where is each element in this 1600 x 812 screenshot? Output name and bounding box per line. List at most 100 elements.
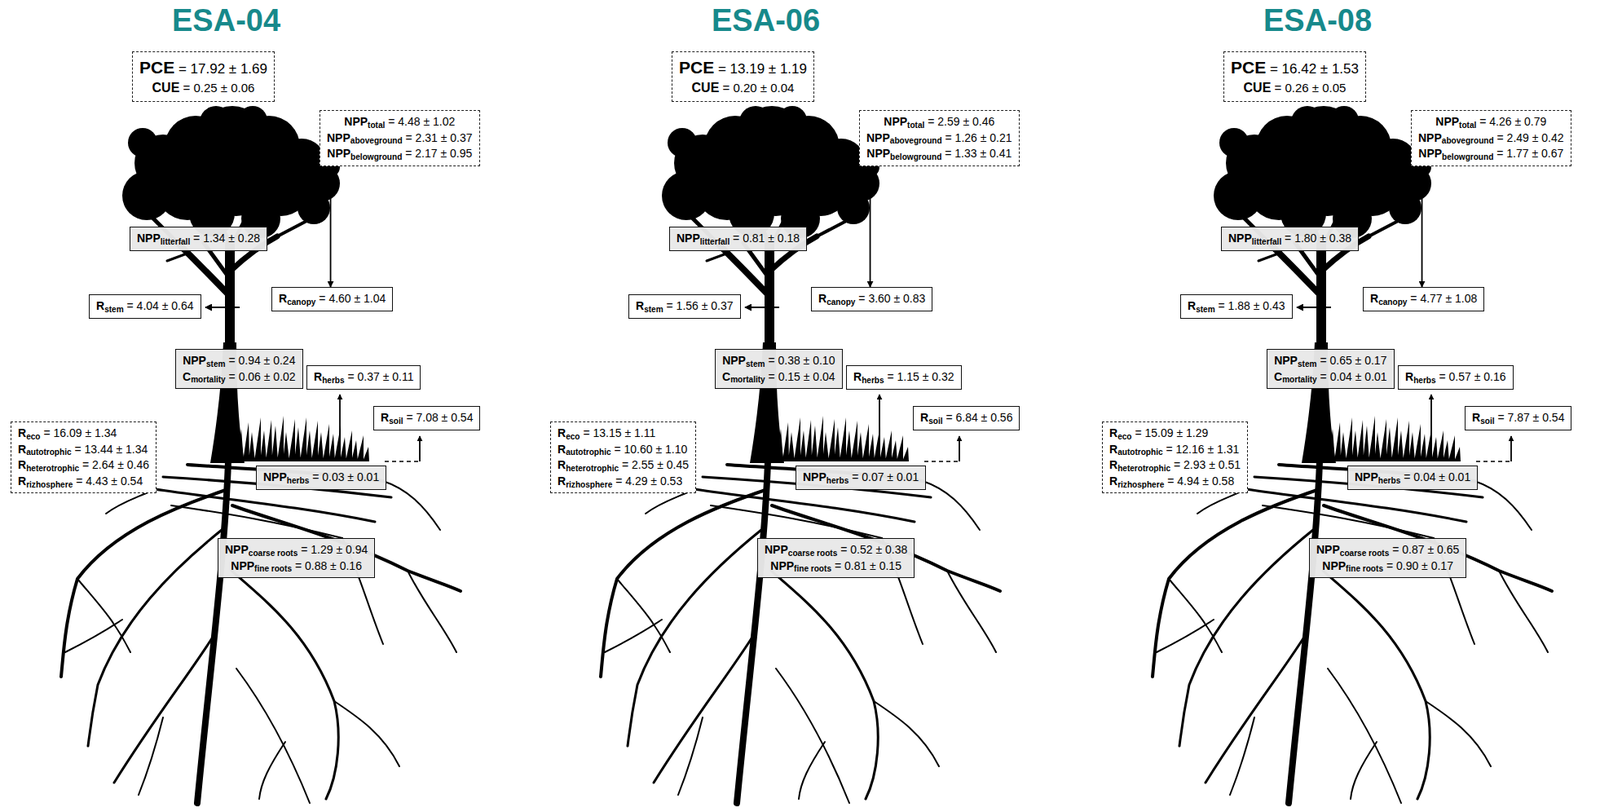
flux-value: CUE = 0.20 ± 0.04 [678,79,807,97]
flux-box: NPPstem = 0.94 ± 0.24Cmortality = 0.06 ±… [175,348,304,389]
value: = 2.59 ± 0.46 [924,114,995,128]
value: = 2.31 ± 0.37 [402,131,473,145]
symbol: NPP [182,353,207,367]
flux-value: Rherbs = 1.15 ± 0.32 [853,369,955,386]
flux-value: Cmortality = 0.04 ± 0.01 [1273,369,1388,386]
subscript: aboveground [1441,136,1495,146]
value: = 2.49 ± 0.42 [1494,131,1565,145]
symbol: PCE [678,57,715,77]
flux-box: NPPlitterfall = 1.34 ± 0.28 [129,226,268,252]
value: = 4.29 ± 0.53 [612,474,683,488]
value: = 1.77 ± 0.67 [1493,146,1564,160]
subscript: stem [206,359,226,369]
symbol: R [818,291,827,305]
value: = 13.19 ± 1.19 [714,61,807,77]
flux-value: Rherbs = 0.37 ± 0.11 [313,369,414,386]
subscript: total [1458,120,1477,130]
tree-silhouette [600,105,1001,803]
value: = 0.04 ± 0.01 [1317,370,1388,384]
flux-value: Reco = 13.15 ± 1.11 [557,425,689,442]
subscript: canopy [826,297,856,307]
symbol: CUE [692,80,720,95]
value: = 0.37 ± 0.11 [344,370,415,384]
symbol: R [853,370,862,384]
flux-box: NPPcoarse roots = 0.52 ± 0.38NPPfine roo… [757,537,915,578]
value: = 1.56 ± 0.37 [663,299,734,313]
symbol: NPP [1273,353,1298,367]
panel-title: ESA-08 [1263,3,1372,40]
flux-value: Cmortality = 0.15 ± 0.04 [722,369,836,386]
flux-value: NPPlitterfall = 0.81 ± 0.18 [676,230,800,247]
flux-value: NPPtotal = 4.48 ± 1.02 [326,114,473,131]
tree-silhouette [61,105,461,803]
value: = 0.06 ± 0.02 [225,370,296,384]
symbol: NPP [326,131,351,145]
symbol: NPP [1322,559,1346,573]
subscript: belowground [1441,152,1494,162]
value: = 1.15 ± 0.32 [884,370,955,384]
symbol: R [1405,370,1414,384]
subscript: total [907,120,925,130]
flux-value: NPPstem = 0.65 ± 0.17 [1273,352,1388,370]
value: = 0.25 ± 0.06 [179,80,255,95]
flux-box: NPPlitterfall = 1.80 ± 0.38 [1220,226,1359,252]
flux-value: CUE = 0.26 ± 0.05 [1230,79,1359,97]
value: = 0.38 ± 0.10 [765,353,836,367]
flux-value: Rsoil = 7.08 ± 0.54 [380,409,473,427]
subscript: mortality [1282,374,1318,384]
value: = 6.84 ± 0.56 [943,410,1014,424]
flux-connector [1421,166,1424,287]
flux-value: Rrizhosphere = 4.43 ± 0.54 [17,473,150,490]
symbol: R [920,410,929,424]
value: = 17.92 ± 1.69 [174,61,268,77]
flux-value: NPPcoarse roots = 0.87 ± 0.65 [1316,542,1459,559]
value: = 0.20 ± 0.04 [718,80,794,95]
subscript: mortality [190,374,226,384]
subscript: heterotrophic [26,463,80,473]
flux-box: Reco = 16.09 ± 1.34Rautotrophic = 13.44 … [10,421,157,494]
flux-value: NPPstem = 0.94 ± 0.24 [182,352,296,370]
flux-box: NPPtotal = 4.48 ± 1.02NPPaboveground = 2… [319,110,481,167]
subscript: canopy [286,297,316,307]
flux-box: NPPtotal = 4.26 ± 0.79NPPaboveground = 2… [1410,110,1572,167]
value: = 1.26 ± 0.21 [942,131,1013,145]
subscript: rizhosphere [26,480,73,490]
subscript: litterfall [160,237,190,247]
symbol: C [1273,370,1283,384]
flux-value: Rherbs = 0.57 ± 0.16 [1405,369,1507,386]
subscript: herbs [861,375,884,385]
flux-value: NPPtotal = 2.59 ± 0.46 [866,114,1013,131]
symbol: R [557,474,566,488]
flux-box: NPPtotal = 2.59 ± 0.46NPPaboveground = 1… [859,110,1020,167]
value: = 1.88 ± 0.43 [1215,299,1286,313]
flux-box: Rstem = 4.04 ± 0.64 [88,294,202,319]
flux-value: Rcanopy = 3.60 ± 0.83 [818,290,926,308]
value: = 16.42 ± 1.53 [1265,61,1359,77]
symbol: NPP [1418,131,1442,145]
value: = 2.55 ± 0.45 [618,458,689,472]
subscript: herbs [826,476,849,485]
symbol: R [1370,291,1379,305]
symbol: NPP [1418,146,1442,160]
symbol: NPP [866,131,891,145]
flux-value: CUE = 0.25 ± 0.06 [139,79,268,97]
subscript: coarse roots [788,548,838,558]
flux-value: Rheterotrophic = 2.93 ± 0.51 [1109,457,1241,474]
flux-value: NPPbelowground = 1.77 ± 0.67 [1418,145,1565,163]
symbol: NPP [770,559,794,573]
subscript: aboveground [350,136,403,146]
subscript: coarse roots [1339,548,1390,558]
value: = 0.81 ± 0.15 [831,559,902,573]
flux-box: Rstem = 1.88 ± 0.43 [1180,294,1293,319]
symbol: R [557,426,566,440]
symbol: R [380,410,389,424]
subscript: autotrophic [565,447,611,457]
subscript: heterotrophic [1117,463,1171,473]
value: = 0.03 ± 0.01 [308,470,380,484]
flux-value: NPPherbs = 0.07 ± 0.01 [802,469,919,486]
flux-value: NPPfine roots = 0.81 ± 0.15 [764,558,908,575]
flux-box: Rcanopy = 3.60 ± 0.83 [811,286,933,312]
symbol: R [557,458,566,472]
symbol: CUE [1243,80,1272,95]
symbol: R [1472,410,1481,424]
